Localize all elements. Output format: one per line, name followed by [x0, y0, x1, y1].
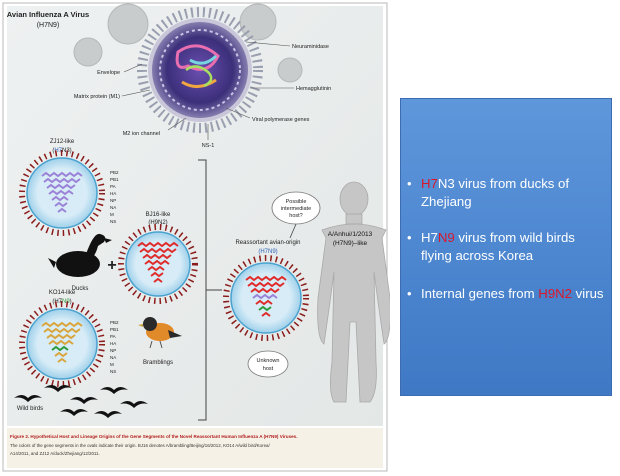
virion-callouts	[121, 41, 294, 140]
summary-panel: • H7N3 virus from ducks of Zhejiang • H7…	[400, 98, 612, 396]
zj12-gene-labels: PB2 PB1 PA HA NP NA M NS	[110, 170, 119, 224]
reassortant-virus	[223, 255, 309, 341]
caption-title: Figure 2. Hypothetical Host and Lineage …	[10, 434, 298, 439]
svg-text:PB1: PB1	[110, 177, 119, 182]
bullet-h7n3-red: H7	[421, 176, 438, 191]
ducks-label: Ducks	[72, 286, 89, 292]
svg-text:M: M	[110, 362, 114, 367]
unknown-host-line2: host	[263, 366, 274, 372]
svg-text:PB2: PB2	[110, 320, 119, 325]
reassortant-subtype: (H7N9)	[258, 249, 277, 255]
anhui-label: A/Anhui/1/2013	[328, 231, 373, 238]
caption-box	[7, 428, 383, 468]
bullet-h7n9-red: N9	[437, 230, 455, 245]
bullet-h9n2-red: H9N2	[538, 286, 573, 301]
bullet-h9n2-post: virus	[572, 286, 604, 301]
figure-subtitle: (H7N9)	[37, 22, 60, 29]
label-envelope: Envelope	[97, 70, 120, 76]
wild-birds-flock	[14, 385, 148, 418]
brambling-bird	[138, 317, 182, 349]
zj12-subtype: (H7N3)	[52, 148, 71, 154]
anhui-subtype: (H7N9)–like	[333, 240, 368, 247]
zj12-virus	[19, 150, 105, 236]
possible-host-line2: intermediate	[281, 206, 311, 212]
svg-text:NP: NP	[110, 348, 116, 353]
bullet-h7n3-post: N3 virus from ducks of Zhejiang	[421, 176, 570, 209]
svg-text:M: M	[110, 212, 114, 217]
svg-text:HA: HA	[110, 341, 116, 346]
unknown-host-bubble	[247, 350, 289, 378]
label-viral-polymerase-genes: Viral polymerase genes	[252, 117, 310, 123]
caption-line1: The colors of the gene segments in the o…	[10, 443, 270, 448]
label-ns1: NS-1	[202, 143, 215, 149]
zj12-label: ZJ12-like	[50, 139, 75, 145]
figure-title: Avian Influenza A Virus	[7, 10, 89, 19]
bullet-dot: •	[407, 176, 412, 191]
label-neuraminidase: Neuraminidase	[292, 44, 329, 50]
possible-host-arrow	[289, 223, 297, 239]
background-virions	[73, 3, 303, 83]
label-matrix-protein: Matrix protein (M1)	[74, 94, 120, 100]
svg-text:PA: PA	[110, 184, 116, 189]
bullet-h7n3: • H7N3 virus from ducks of Zhejiang	[407, 175, 607, 211]
bullet-dot: •	[407, 230, 412, 245]
svg-text:HA: HA	[110, 191, 116, 196]
possible-host-line3: host?	[289, 213, 302, 219]
svg-text:NS: NS	[110, 369, 116, 374]
label-m2-ion-channel: M2 ion channel	[123, 131, 160, 137]
bramblings-label: Bramblings	[143, 360, 173, 366]
svg-text:PB2: PB2	[110, 170, 119, 175]
svg-text:NP: NP	[110, 198, 116, 203]
h7n9-origins-figure: Avian Influenza A Virus (H7N9) Neuramini…	[2, 2, 390, 472]
ko14-gene-labels: PB2 PB1 PA HA NP NA M NS	[110, 320, 119, 374]
ko14-label: KO14-like	[49, 290, 76, 296]
bullet-h7n9-post: virus from wild birds flying across Kore…	[421, 230, 575, 263]
svg-text:PB1: PB1	[110, 327, 119, 332]
caption-line2: A14/2011, and ZJ12 A/duck/Zhejiang/12/20…	[10, 451, 100, 456]
bullet-h9n2-pre: Internal genes from	[421, 286, 539, 301]
bullet-h9n2: • Internal genes from H9N2 virus	[407, 285, 607, 303]
svg-text:PA: PA	[110, 334, 116, 339]
bj16-virus	[118, 224, 198, 304]
bullet-h7n9-pre: H7	[421, 230, 438, 245]
svg-text:NA: NA	[110, 205, 116, 210]
unknown-host-line1: Unknown	[257, 358, 280, 364]
duck-silhouette	[48, 233, 112, 277]
wild-birds-label: Wild birds	[17, 406, 43, 412]
plus-sign: +	[107, 257, 116, 274]
label-hemagglutinin: Hemagglutinin	[296, 86, 331, 92]
human-silhouette	[317, 181, 390, 403]
bj16-subtype: (H9N2)	[148, 220, 167, 226]
bullet-h7n9: • H7N9 virus from wild birds flying acro…	[407, 229, 607, 265]
ko14-subtype: (H7N9)	[52, 299, 71, 305]
bullet-dot: •	[407, 286, 412, 301]
ko14-virus	[19, 301, 105, 387]
main-virion	[137, 7, 263, 133]
possible-host-line1: Possible	[286, 199, 307, 205]
svg-text:NA: NA	[110, 355, 116, 360]
reassortant-label: Reassortant avian-origin	[235, 240, 300, 246]
bj16-label: BJ16-like	[146, 212, 171, 218]
svg-text:NS: NS	[110, 219, 116, 224]
